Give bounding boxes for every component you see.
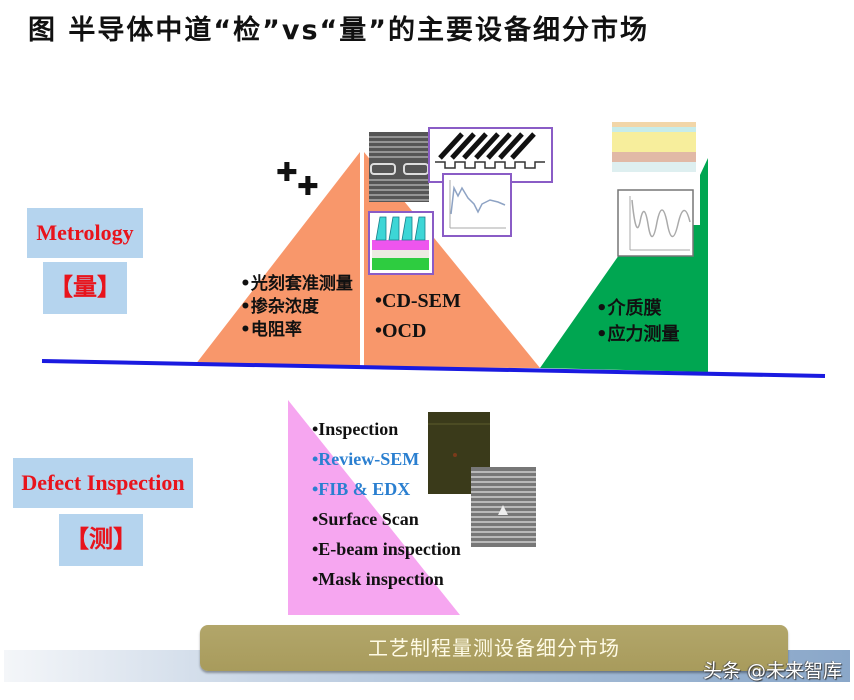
spectrum-plot — [442, 173, 512, 237]
list-item: •Inspection — [312, 419, 399, 439]
list-item: •光刻套准测量 — [240, 274, 353, 294]
watermark: 头条 @未来智库 — [702, 660, 842, 682]
list-item: •Review-SEM — [312, 449, 420, 469]
list-item: •FIB & EDX — [312, 479, 411, 499]
list-item: •CD-SEM — [375, 290, 461, 312]
defect-list: •Inspection •Review-SEM •FIB & EDX •Surf… — [312, 414, 461, 594]
list-item: •Surface Scan — [312, 509, 419, 529]
defect-inspection-label: Defect Inspection — [13, 458, 193, 508]
cd-triangle — [364, 152, 540, 368]
defect-sem-image — [471, 467, 536, 547]
sem-lines-image — [369, 132, 429, 202]
list-item: •E-beam inspection — [312, 539, 461, 559]
oscillation-plot — [617, 189, 694, 257]
figure-title: 图 半导体中道“检”vs“量”的主要设备细分市场 — [28, 15, 650, 46]
metrology-label: Metrology — [27, 208, 143, 258]
footer-caption: 工艺制程量测设备细分市场 — [200, 625, 788, 671]
film-stack-image — [612, 122, 696, 172]
defect-triangle — [288, 400, 460, 615]
cd-list: •CD-SEM •OCD — [375, 286, 461, 346]
lithography-list: •光刻套准测量 •掺杂浓度 •电阻率 — [240, 273, 353, 342]
list-item: •OCD — [375, 320, 427, 342]
film-shape — [540, 158, 708, 372]
fin-structure-image — [368, 211, 434, 275]
sparkle-cross-icon: ✚ — [276, 158, 298, 188]
list-item: •介质膜 — [596, 298, 662, 319]
list-item: •应力测量 — [596, 324, 680, 345]
lithography-triangle — [195, 152, 360, 367]
sparkle-cross-icon: ✚ — [297, 172, 319, 202]
baseline — [41, 359, 826, 378]
list-item: •Mask inspection — [312, 569, 444, 589]
film-list: •介质膜 •应力测量 — [596, 296, 680, 348]
list-item: •掺杂浓度 — [240, 297, 319, 317]
metrology-label-zh: 【量】 — [43, 262, 127, 314]
defect-inspection-label-zh: 【测】 — [59, 514, 143, 566]
list-item: •电阻率 — [240, 320, 302, 340]
